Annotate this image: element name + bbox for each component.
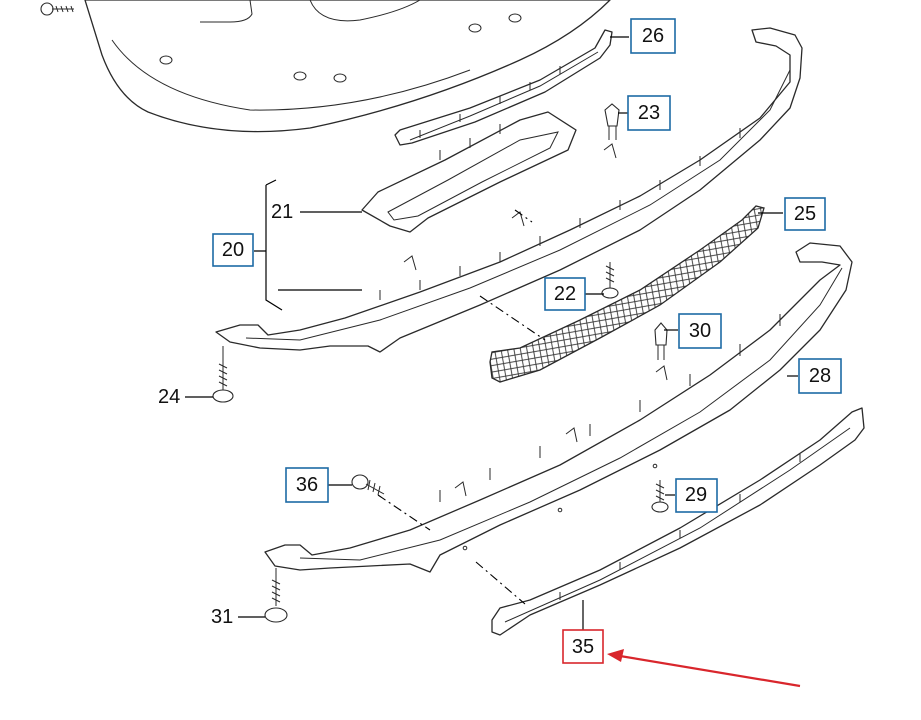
callout-22[interactable]: 22 <box>544 277 586 311</box>
callout-25-label: 25 <box>794 203 816 225</box>
callout-35-label: 35 <box>572 636 594 658</box>
callout-26-label: 26 <box>642 25 664 47</box>
callout-30-label: 30 <box>689 320 711 342</box>
screw-top-left-icon <box>40 2 74 16</box>
clip-30-icon <box>654 322 668 360</box>
callout-20[interactable]: 20 <box>212 233 254 267</box>
screw-24-icon <box>212 346 234 403</box>
part-35-trim-strip <box>491 407 865 636</box>
callout-28-label: 28 <box>809 365 831 387</box>
callout-22-label: 22 <box>554 283 576 305</box>
callout-36-label: 36 <box>296 474 318 496</box>
part-28-diffuser <box>264 242 853 573</box>
label-31: 31 <box>211 606 233 628</box>
callout-23-label: 23 <box>638 102 660 124</box>
part-20-spoiler <box>215 27 803 353</box>
callout-30[interactable]: 30 <box>678 313 722 349</box>
part-26-trim-strip <box>394 29 613 146</box>
callout-20-label: 20 <box>222 239 244 261</box>
callout-26[interactable]: 26 <box>630 18 676 54</box>
callout-35-highlighted[interactable]: 35 <box>562 629 604 664</box>
callout-29-label: 29 <box>685 484 707 506</box>
callout-29[interactable]: 29 <box>675 478 718 513</box>
part-25-grille <box>489 205 765 383</box>
screw-31-icon <box>264 568 288 623</box>
callout-25[interactable]: 25 <box>784 197 826 231</box>
screw-22-icon <box>601 262 619 299</box>
callout-28[interactable]: 28 <box>798 358 842 394</box>
screw-29-icon <box>651 480 669 513</box>
label-24: 24 <box>158 386 180 408</box>
screw-36-icon <box>351 474 385 496</box>
callout-23[interactable]: 23 <box>627 95 671 131</box>
callout-36[interactable]: 36 <box>285 467 329 503</box>
rear-bumper-body <box>84 0 611 133</box>
label-21: 21 <box>271 201 293 223</box>
clip-23-icon <box>604 103 620 140</box>
red-arrow-pointer-icon <box>607 649 801 688</box>
part-21-bracket <box>361 111 577 233</box>
